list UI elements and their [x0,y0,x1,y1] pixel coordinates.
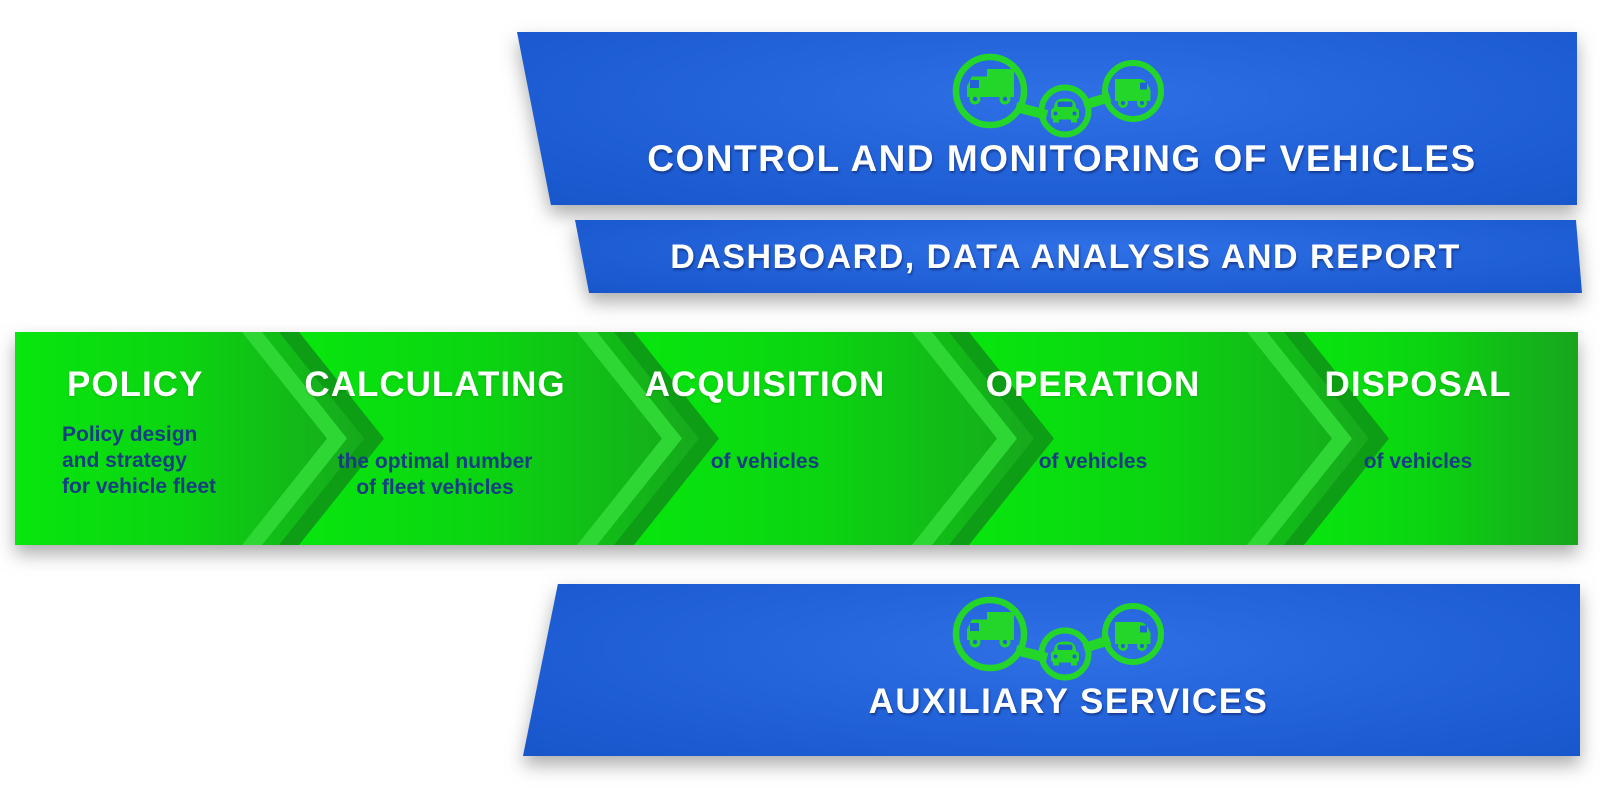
stage-title-policy: POLICY [67,365,204,404]
stage-shape-disposal [1302,332,1578,545]
stage-desc-operation: of vehicles [1038,450,1148,473]
stage-shape-acquisition [632,332,1052,545]
chevron-stripes-light [242,332,1352,545]
control-banner-shape: CONTROL AND MONITORING OF VEHICLES [517,32,1577,205]
auxiliary-banner-shape: AUXILIARY SERVICES [523,584,1580,756]
auxiliary-banner-label: AUXILIARY SERVICES [868,682,1269,721]
car-icon [1038,84,1092,138]
truck-icon [952,53,1028,129]
stage-shape-operation [967,332,1387,545]
car-icon [1038,627,1092,681]
dashboard-banner-label: DASHBOARD, DATA ANALYSIS AND REPORT [670,238,1461,276]
stage-title-acquisition: ACQUISITION [644,365,886,404]
vehicle-icons-top [952,53,1164,138]
process-chevron-graphics [15,332,1578,545]
truck-icon [952,596,1028,672]
stage-desc-disposal: of vehicles [1363,450,1473,473]
control-banner-label: CONTROL AND MONITORING OF VEHICLES [647,138,1477,179]
process-band: POLICY Policy design and strategy for ve… [15,332,1578,545]
auxiliary-banner: AUXILIARY SERVICES [523,584,1580,756]
stage-desc-policy: Policy design and strategy for vehicle f… [62,423,217,498]
dashboard-banner: DASHBOARD, DATA ANALYSIS AND REPORT [575,220,1582,293]
control-banner: CONTROL AND MONITORING OF VEHICLES [517,32,1577,205]
stage-title-operation: OPERATION [985,365,1201,404]
stage-title-disposal: DISPOSAL [1324,365,1512,404]
stage-desc-calculating: the optimal number of fleet vehicles [337,450,533,499]
van-icon [1102,60,1164,122]
vehicle-icons-bottom [952,596,1164,681]
stage-title-calculating: CALCULATING [304,365,566,404]
chevron-stripes-dark [279,332,1389,545]
van-icon [1102,603,1164,665]
stage-desc-acquisition: of vehicles [710,450,820,473]
stage-shape-calculating [297,332,717,545]
dashboard-banner-shape: DASHBOARD, DATA ANALYSIS AND REPORT [575,220,1582,293]
